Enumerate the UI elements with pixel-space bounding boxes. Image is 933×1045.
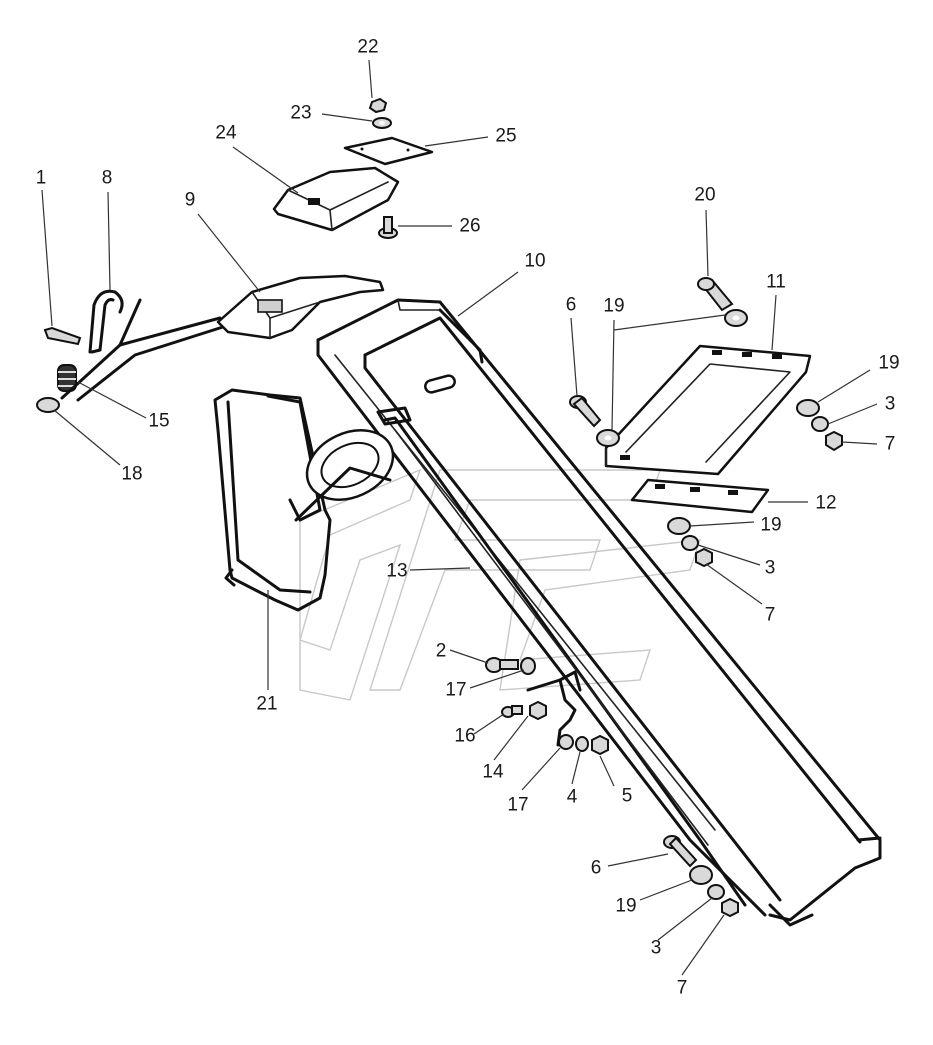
label-part-14: 14 (482, 762, 504, 783)
part-23-washer (372, 117, 392, 129)
part-22-nut (368, 97, 388, 114)
label-part-2: 2 (436, 641, 447, 662)
part-26-bolt (378, 216, 398, 239)
label-part-3-mid: 3 (765, 558, 776, 579)
label-part-17-top: 17 (445, 680, 466, 701)
part-5-nut (591, 734, 609, 756)
label-part-18: 18 (121, 464, 142, 485)
label-part-25: 25 (495, 126, 516, 147)
label-part-4: 4 (567, 787, 578, 808)
label-part-6-bottom: 6 (591, 858, 602, 879)
part-14-nut (529, 700, 547, 721)
label-part-7-right: 7 (885, 434, 896, 455)
label-part-22: 22 (357, 37, 378, 58)
label-part-17-low: 17 (507, 795, 528, 816)
label-part-21: 21 (256, 694, 277, 715)
part-16-screw (501, 705, 523, 718)
part-19-washer-mid (667, 517, 691, 535)
part-2-bolt (485, 657, 519, 673)
label-part-19-right: 19 (878, 353, 899, 374)
part-1-screw (43, 326, 82, 346)
label-part-6-top: 6 (566, 295, 577, 316)
part-15-spring (57, 364, 77, 392)
label-part-20: 20 (694, 185, 715, 206)
part-24-cover (272, 166, 400, 232)
label-part-13: 13 (386, 561, 407, 582)
part-10-chute (316, 298, 882, 927)
part-3-lock-washer-mid (681, 535, 699, 551)
part-20-bolt (697, 277, 734, 312)
part-6-bolt-bottom (663, 835, 698, 868)
part-17-washer-top (520, 657, 536, 675)
part-7-nut-bottom (721, 897, 739, 918)
part-19-washer-bottom (689, 865, 713, 885)
label-part-19-bottom: 19 (615, 896, 636, 917)
part-3-lock-washer-right (811, 416, 829, 432)
label-part-12: 12 (815, 493, 836, 514)
part-19-washer-left (596, 429, 620, 447)
label-part-19-mid: 19 (760, 515, 781, 536)
label-part-26: 26 (459, 216, 480, 237)
part-18-washer (36, 397, 60, 413)
part-3-lock-washer-bottom (707, 884, 725, 900)
latch-plate (526, 670, 582, 747)
label-part-3-bottom: 3 (651, 938, 662, 959)
part-17-washer-low (558, 734, 574, 750)
part-19-washer-right (796, 399, 820, 417)
label-part-23: 23 (290, 103, 311, 124)
part-7-nut-mid (695, 547, 713, 568)
part-7-nut-right (825, 430, 843, 452)
label-part-1: 1 (36, 168, 47, 189)
part-25-plate (343, 136, 434, 166)
label-part-9: 9 (185, 190, 196, 211)
label-part-15: 15 (148, 411, 169, 432)
label-part-5: 5 (622, 786, 633, 807)
label-part-19-top: 19 (603, 296, 624, 317)
part-8-hook (88, 289, 124, 354)
part-19-washer-top (724, 309, 748, 327)
part-13-rail (376, 406, 747, 907)
part-21-spout (213, 388, 395, 612)
lever-arm (60, 298, 228, 402)
leader-lines (41, 59, 878, 976)
part-12-strip (630, 478, 770, 514)
label-part-24: 24 (215, 123, 237, 144)
label-part-8: 8 (102, 168, 113, 189)
part-6-bolt-top (569, 395, 602, 428)
label-part-10: 10 (524, 251, 545, 272)
part-11-flange-plate (604, 344, 812, 476)
label-part-16: 16 (454, 726, 475, 747)
label-part-11: 11 (766, 272, 786, 293)
label-part-7-mid: 7 (765, 605, 776, 626)
label-part-3-right: 3 (885, 394, 896, 415)
part-9-bracket (216, 274, 385, 340)
part-labels: 22 23 24 25 26 1 8 9 10 20 11 6 19 19 3 … (36, 37, 900, 999)
label-part-7-bottom: 7 (677, 978, 688, 999)
part-4-lock-washer (575, 736, 589, 752)
